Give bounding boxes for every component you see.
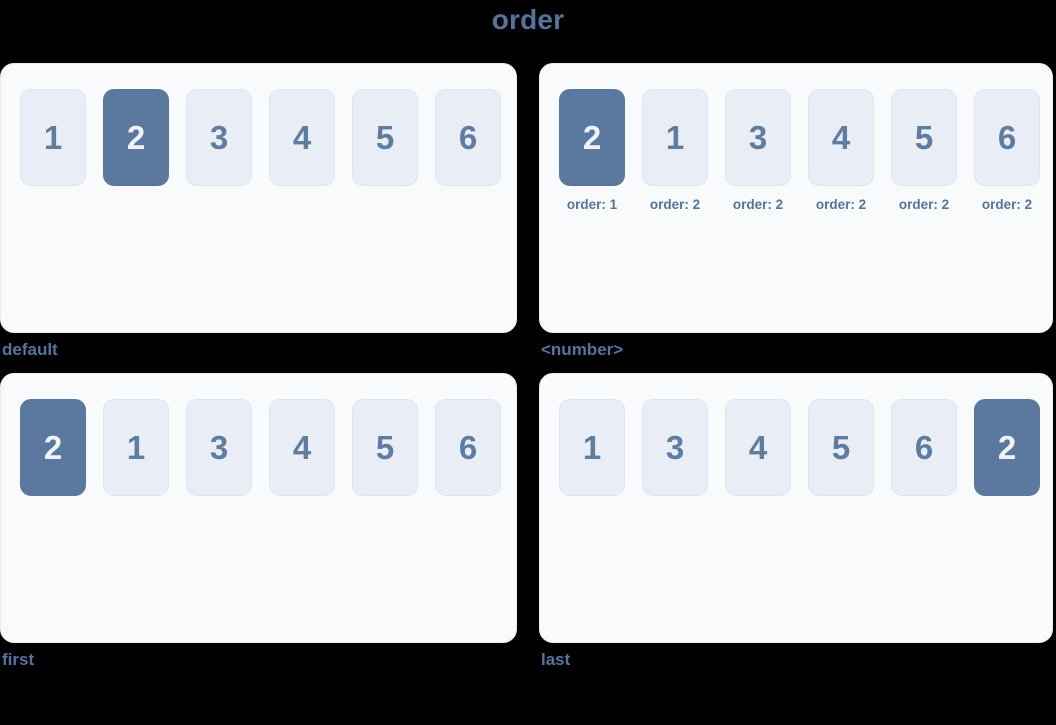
flex-item-box: 3 <box>186 89 252 186</box>
flex-container: 2 order: 1 1 order: 2 3 order: 2 4 order: 2 5 ord… <box>559 89 1040 212</box>
flex-item: 2 order: 1 <box>559 89 625 212</box>
flex-item: 5 <box>808 399 874 496</box>
flex-item-box: 4 <box>808 89 874 186</box>
order-value-label: order: 2 <box>649 197 701 212</box>
flex-item-box: 3 <box>642 399 708 496</box>
flex-item-box: 5 <box>352 89 418 186</box>
flex-item: 4 <box>269 89 335 186</box>
flex-item-box: 4 <box>269 399 335 496</box>
order-value-label: order: 2 <box>898 197 950 212</box>
flex-item: 6 <box>435 89 501 186</box>
flex-item-box-highlighted: 2 <box>974 399 1040 496</box>
example-caption-default: default <box>2 340 58 359</box>
demo-panel-number: 2 order: 1 1 order: 2 3 order: 2 4 order: 2 5 ord… <box>539 63 1053 333</box>
page-title: order <box>491 4 565 35</box>
flex-item-box-highlighted: 2 <box>559 89 625 186</box>
flex-item-box: 1 <box>559 399 625 496</box>
flex-item: 4 <box>269 399 335 496</box>
flex-item: 2 <box>20 399 86 496</box>
flex-item-box: 3 <box>186 399 252 496</box>
flex-item-box: 1 <box>103 399 169 496</box>
flex-item: 3 <box>186 89 252 186</box>
flex-item: 6 order: 2 <box>974 89 1040 212</box>
flex-item-box: 1 <box>642 89 708 186</box>
flex-item-box-highlighted: 2 <box>20 399 86 496</box>
flex-item: 3 <box>642 399 708 496</box>
flex-item: 6 <box>435 399 501 496</box>
flex-item-box-highlighted: 2 <box>103 89 169 186</box>
flex-item-box: 5 <box>891 89 957 186</box>
flex-item: 5 <box>352 89 418 186</box>
flex-item: 4 order: 2 <box>808 89 874 212</box>
flex-item-box: 5 <box>808 399 874 496</box>
flex-item: 1 order: 2 <box>642 89 708 212</box>
example-caption-last: last <box>541 650 571 669</box>
flex-item-box: 6 <box>891 399 957 496</box>
flex-item: 5 order: 2 <box>891 89 957 212</box>
flex-item: 4 <box>725 399 791 496</box>
flex-item: 1 <box>559 399 625 496</box>
flex-item: 1 <box>20 89 86 186</box>
example-caption-number: <number> <box>541 340 624 359</box>
flex-item-box: 3 <box>725 89 791 186</box>
flex-item-box: 6 <box>435 89 501 186</box>
order-value-label: order: 2 <box>981 197 1033 212</box>
order-value-label: order: 2 <box>732 197 784 212</box>
flex-item: 2 <box>974 399 1040 496</box>
flex-item-box: 1 <box>20 89 86 186</box>
flex-item-box: 4 <box>725 399 791 496</box>
flex-item-box: 5 <box>352 399 418 496</box>
flex-item: 5 <box>352 399 418 496</box>
flex-item-box: 4 <box>269 89 335 186</box>
flex-item: 3 order: 2 <box>725 89 791 212</box>
example-number: 2 order: 1 1 order: 2 3 order: 2 4 order: 2 5 ord… <box>539 63 1053 373</box>
flex-item: 2 <box>103 89 169 186</box>
flex-item: 6 <box>891 399 957 496</box>
flex-item-box: 6 <box>435 399 501 496</box>
order-value-label: order: 2 <box>815 197 867 212</box>
example-caption-first: first <box>2 650 35 669</box>
flex-item-box: 6 <box>974 89 1040 186</box>
order-value-label: order: 1 <box>566 197 618 212</box>
flex-item: 1 <box>103 399 169 496</box>
flex-item: 3 <box>186 399 252 496</box>
